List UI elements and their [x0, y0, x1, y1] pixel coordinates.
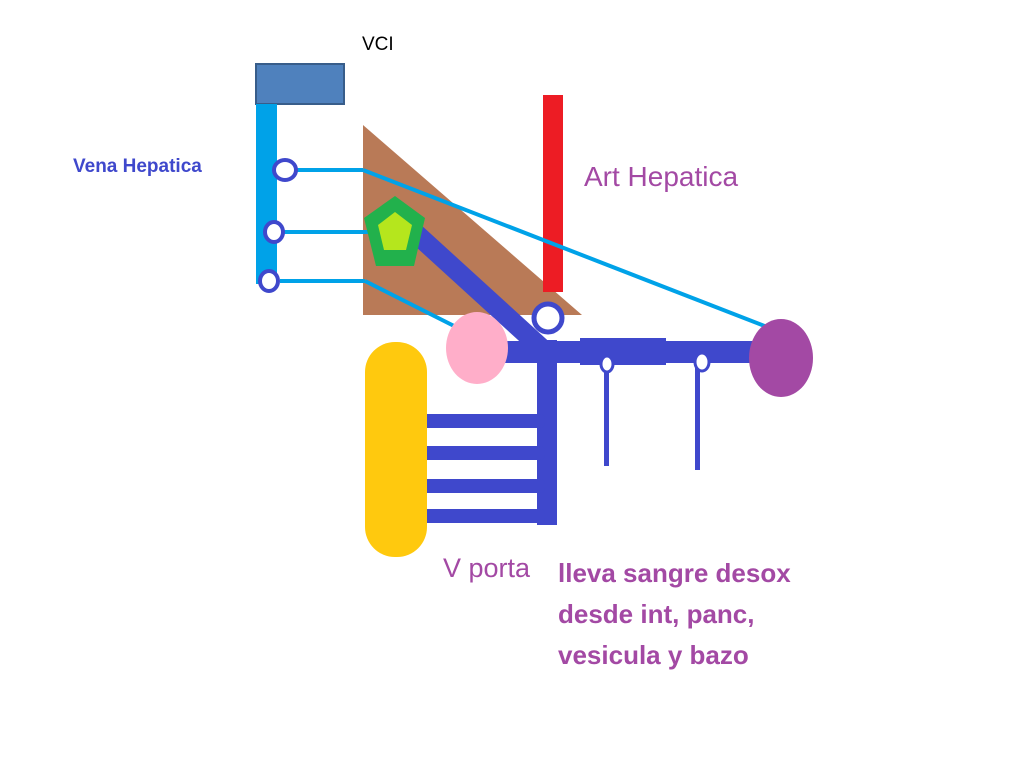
- vci-box: [255, 63, 345, 105]
- drop-ring-2: [693, 351, 711, 373]
- liver-triangle: [363, 125, 582, 315]
- portal-tributary-1: [420, 414, 545, 428]
- description-line-1: lleva sangre desox: [558, 558, 791, 588]
- portal-tributary-2: [420, 446, 545, 460]
- hepatic-vein-trunk: [256, 104, 277, 284]
- ring-top: [272, 158, 298, 182]
- portal-tributary-3: [420, 479, 545, 493]
- portal-vein-system: [404, 224, 760, 525]
- portal-drop-1: [604, 360, 609, 466]
- purple-organ: [749, 319, 813, 397]
- portal-vein-trunk: [537, 340, 557, 525]
- portal-description: lleva sangre desox desde int, panc, vesi…: [558, 553, 791, 676]
- portal-vein-diagonal: [404, 224, 556, 360]
- drop-ring-1: [599, 354, 615, 374]
- v-porta-label: V porta: [443, 553, 531, 583]
- vci-label: VCI: [362, 34, 394, 55]
- hepatic-vein-long-branch: [362, 168, 781, 334]
- hepatic-vein-branch-to-pink: [364, 279, 463, 332]
- junction-ring: [531, 301, 565, 335]
- hepatic-vein-branches: [280, 168, 781, 334]
- ring-bottom: [258, 269, 280, 293]
- pentagon-inner: [378, 212, 412, 250]
- portal-vein-upper-bulge: [580, 338, 666, 365]
- hepatic-vein-rings: [258, 158, 298, 293]
- portal-tributary-4: [420, 509, 545, 523]
- art-hepatica-label: Art Hepatica: [584, 161, 739, 192]
- description-line-2: desde int, panc,: [558, 599, 755, 629]
- hepatic-artery: [543, 95, 563, 292]
- pink-organ: [446, 312, 508, 384]
- yellow-organ: [365, 342, 427, 557]
- vena-hepatica-label: Vena Hepatica: [73, 156, 202, 177]
- ring-middle: [263, 220, 285, 244]
- portal-drop-2: [695, 360, 700, 470]
- description-line-3: vesicula y bazo: [558, 640, 749, 670]
